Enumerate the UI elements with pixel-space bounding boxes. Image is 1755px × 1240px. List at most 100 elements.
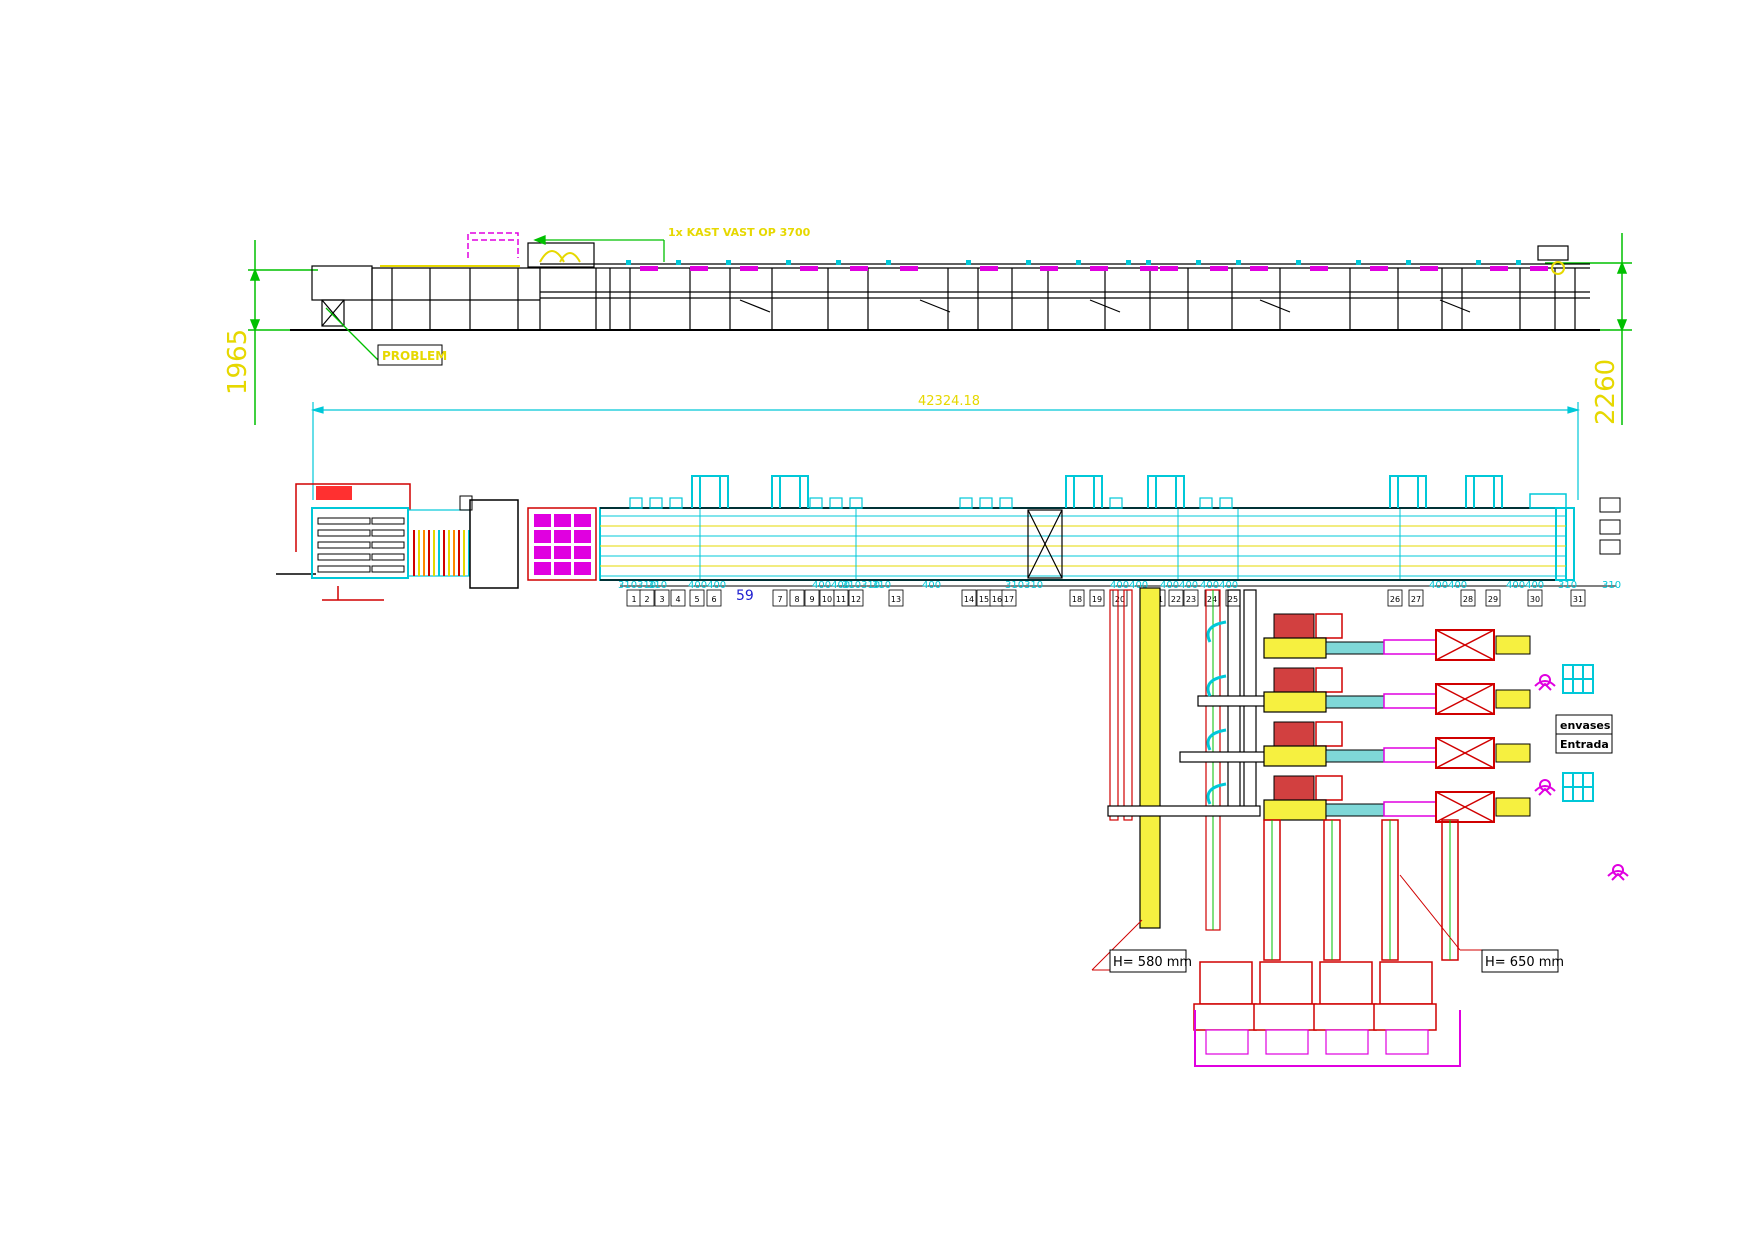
station-number: 22	[1171, 595, 1181, 604]
station-number: 20	[1115, 595, 1125, 604]
station-box	[804, 589, 820, 607]
station-box	[888, 589, 904, 607]
infeed-lane	[317, 517, 371, 525]
right-height-label: 2260	[1591, 359, 1621, 425]
station-number: 7	[777, 595, 782, 604]
station-number: 26	[1390, 595, 1400, 604]
pack-block	[574, 514, 591, 527]
machine-frame	[1465, 475, 1503, 508]
dimension-value: 400400	[1200, 580, 1238, 591]
small-frame	[809, 497, 823, 509]
operator-icon	[1534, 674, 1556, 691]
magenta-unit	[1383, 747, 1437, 763]
infeed-lane	[371, 565, 405, 573]
left-height-dimension	[248, 240, 318, 425]
station-box	[1485, 589, 1501, 607]
yellow-circle	[1551, 261, 1565, 275]
cyan-marker	[1126, 260, 1131, 265]
station-number: 6	[711, 595, 716, 604]
pack-block	[574, 546, 591, 559]
station-box	[1570, 589, 1586, 607]
magenta-marker	[1090, 266, 1108, 271]
dimension-value: 400400	[1506, 580, 1544, 591]
cyan-conveyor	[1325, 803, 1385, 817]
dimension-value: 310310	[1005, 580, 1043, 591]
cyan-marker	[1236, 260, 1241, 265]
red-hatched-block	[1273, 775, 1315, 801]
pack-block	[554, 530, 571, 543]
station-number: 9	[809, 595, 814, 604]
grid-icon	[1562, 664, 1594, 694]
bottom-machine-base	[1253, 1003, 1317, 1031]
magenta-marker	[980, 266, 998, 271]
yellow-outfeed	[1495, 689, 1531, 709]
small-frame	[1219, 497, 1233, 509]
bottom-machine-base	[1313, 1003, 1377, 1031]
pack-block	[534, 514, 551, 527]
dimension-value: 400400	[688, 580, 726, 591]
bottom-machine-feet	[1205, 1029, 1249, 1055]
machine-frame	[691, 475, 729, 508]
elevation-hood	[467, 232, 519, 258]
small-frame	[959, 497, 973, 509]
dimension-value: 310	[1602, 580, 1621, 591]
dimension-value: 310310	[618, 580, 656, 591]
bottom-machine-feet	[1265, 1029, 1309, 1055]
top-machine-frames	[629, 475, 1503, 509]
infeed-lane	[317, 553, 371, 561]
cyan-bend	[1206, 620, 1227, 643]
yellow-accumulator	[1263, 691, 1327, 713]
bottom-feeders	[1263, 819, 1459, 961]
magenta-marker	[1310, 266, 1328, 271]
pack-block	[534, 546, 551, 559]
outfeed-marks	[1529, 493, 1621, 555]
station-box	[848, 589, 864, 607]
station-number: 19	[1092, 595, 1102, 604]
small-frame	[1109, 497, 1123, 509]
magenta-marker	[1490, 266, 1508, 271]
cyan-conveyor	[1325, 695, 1385, 709]
yellow-curve	[539, 250, 581, 263]
station-number: 27	[1411, 595, 1421, 604]
kast-vast-leader	[533, 235, 665, 262]
yellow-outfeed	[1495, 635, 1531, 655]
magenta-marker	[850, 266, 868, 271]
station-box	[1069, 589, 1085, 607]
station-number: 16	[992, 595, 1002, 604]
station-box	[789, 589, 805, 607]
cyan-marker	[1406, 260, 1411, 265]
yellow-accumulator	[1263, 799, 1327, 821]
outfeed-box	[1599, 497, 1621, 513]
operator-icon	[1534, 779, 1556, 796]
pack-block	[554, 546, 571, 559]
kast-vast-note: 1x KAST VAST OP 3700	[668, 226, 811, 239]
magenta-marker	[1530, 266, 1548, 271]
operator-area: envases Entrada	[1534, 664, 1629, 881]
machine-frame	[1147, 475, 1185, 508]
small-frame	[999, 497, 1013, 509]
station-number: 17	[1004, 595, 1014, 604]
dimension-value: 400400	[1429, 580, 1467, 591]
station-box	[706, 589, 722, 607]
infeed-lane	[371, 541, 405, 549]
station-number: 18	[1072, 595, 1082, 604]
station-box	[639, 589, 655, 607]
station-number: 15	[979, 595, 989, 604]
elevation-conveyor	[311, 242, 1590, 327]
station-number: 2	[644, 595, 649, 604]
infeed-lane	[317, 565, 371, 573]
cyan-marker	[726, 260, 731, 265]
elevation-view: 1965 2260	[223, 226, 1632, 425]
station-number: 23	[1186, 595, 1196, 604]
station-box	[1387, 589, 1403, 607]
machine-frame	[1065, 475, 1103, 508]
station-number: 11	[836, 595, 846, 604]
pack-block	[534, 530, 551, 543]
cross-line	[1435, 629, 1495, 661]
bottom-machine	[1259, 961, 1313, 1005]
station-number: 5	[694, 595, 699, 604]
yellow-accumulator	[1263, 745, 1327, 767]
station-number: 13	[891, 595, 901, 604]
